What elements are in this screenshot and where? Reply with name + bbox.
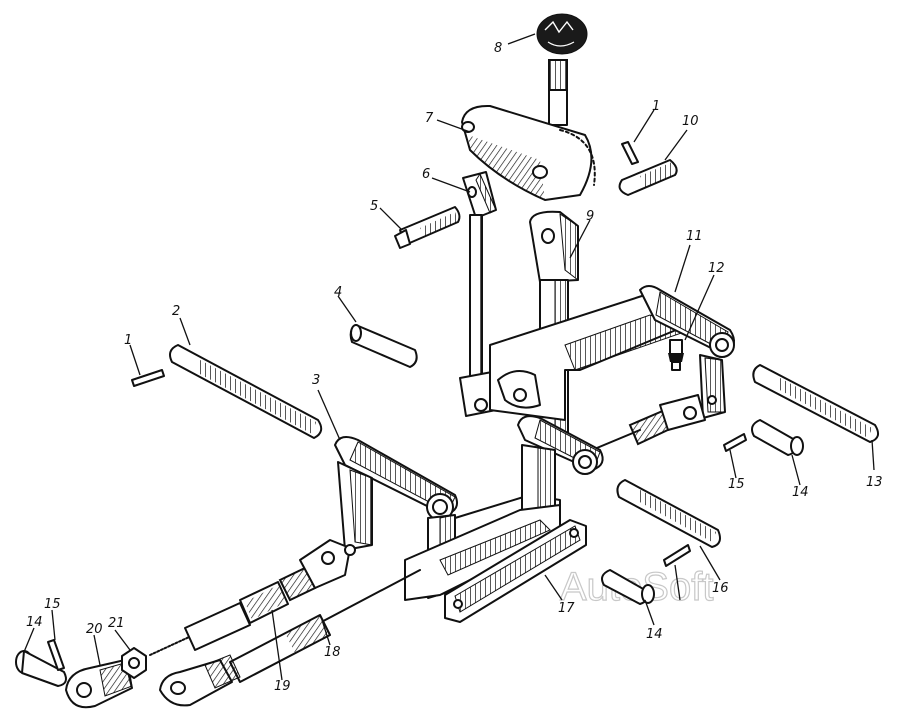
thin-rod-part xyxy=(459,171,497,417)
label-16: 16 xyxy=(712,581,729,596)
cotter-pin-1-top xyxy=(621,141,639,165)
label-1-top: 1 xyxy=(652,99,660,114)
long-pin-13 xyxy=(752,364,880,443)
lever-shaft-part xyxy=(548,59,568,126)
long-pin-2 xyxy=(169,344,323,439)
fork-part-20 xyxy=(65,659,133,709)
cotter-pin-15-left xyxy=(47,639,65,671)
label-11: 11 xyxy=(686,229,703,244)
callout-labels: 8 7 6 5 4 2 1 3 9 1 10 11 12 13 14 15 16… xyxy=(26,41,883,694)
medium-pin-16 xyxy=(616,479,721,548)
knob-part xyxy=(536,13,588,55)
label-2: 2 xyxy=(172,304,180,319)
right-turnbuckle-part xyxy=(579,394,706,456)
long-rod-part xyxy=(159,569,421,707)
label-5: 5 xyxy=(370,199,378,214)
pin-4 xyxy=(349,324,418,368)
label-21: 21 xyxy=(108,616,125,631)
label-14-right: 14 xyxy=(792,485,809,500)
label-18: 18 xyxy=(324,645,341,660)
base-plate-part xyxy=(444,519,587,623)
label-17: 17 xyxy=(558,601,575,616)
label-1-left: 1 xyxy=(124,333,132,348)
label-14-left: 14 xyxy=(26,615,43,630)
label-12: 12 xyxy=(708,261,725,276)
front-turnbuckle-part xyxy=(149,539,356,656)
label-6: 6 xyxy=(422,167,430,182)
label-9: 9 xyxy=(586,209,594,224)
pin-14-right xyxy=(751,419,804,456)
label-7: 7 xyxy=(425,111,434,126)
label-15-left: 15 xyxy=(44,597,61,612)
label-3: 3 xyxy=(312,373,320,388)
cotter-pin-mid xyxy=(663,544,691,567)
pin-5 xyxy=(394,206,461,249)
leader-lines xyxy=(23,33,875,681)
cotter-pin-15-right xyxy=(723,433,747,452)
label-13: 13 xyxy=(866,475,883,490)
label-4: 4 xyxy=(334,285,342,300)
label-19: 19 xyxy=(274,679,291,694)
label-15-right: 15 xyxy=(728,477,745,492)
cotter-pin-1-left xyxy=(131,369,165,387)
label-14-middle: 14 xyxy=(646,627,663,642)
lever-bracket-part xyxy=(461,104,596,201)
rear-frame-part xyxy=(489,285,735,421)
label-8: 8 xyxy=(494,41,502,56)
pin-10 xyxy=(618,159,678,196)
pin-14-middle xyxy=(601,569,655,605)
grease-nipple-part xyxy=(668,339,684,371)
center-frame-part xyxy=(404,415,604,601)
nut-part-21 xyxy=(121,647,147,679)
label-20: 20 xyxy=(86,622,103,637)
label-10: 10 xyxy=(682,114,699,129)
